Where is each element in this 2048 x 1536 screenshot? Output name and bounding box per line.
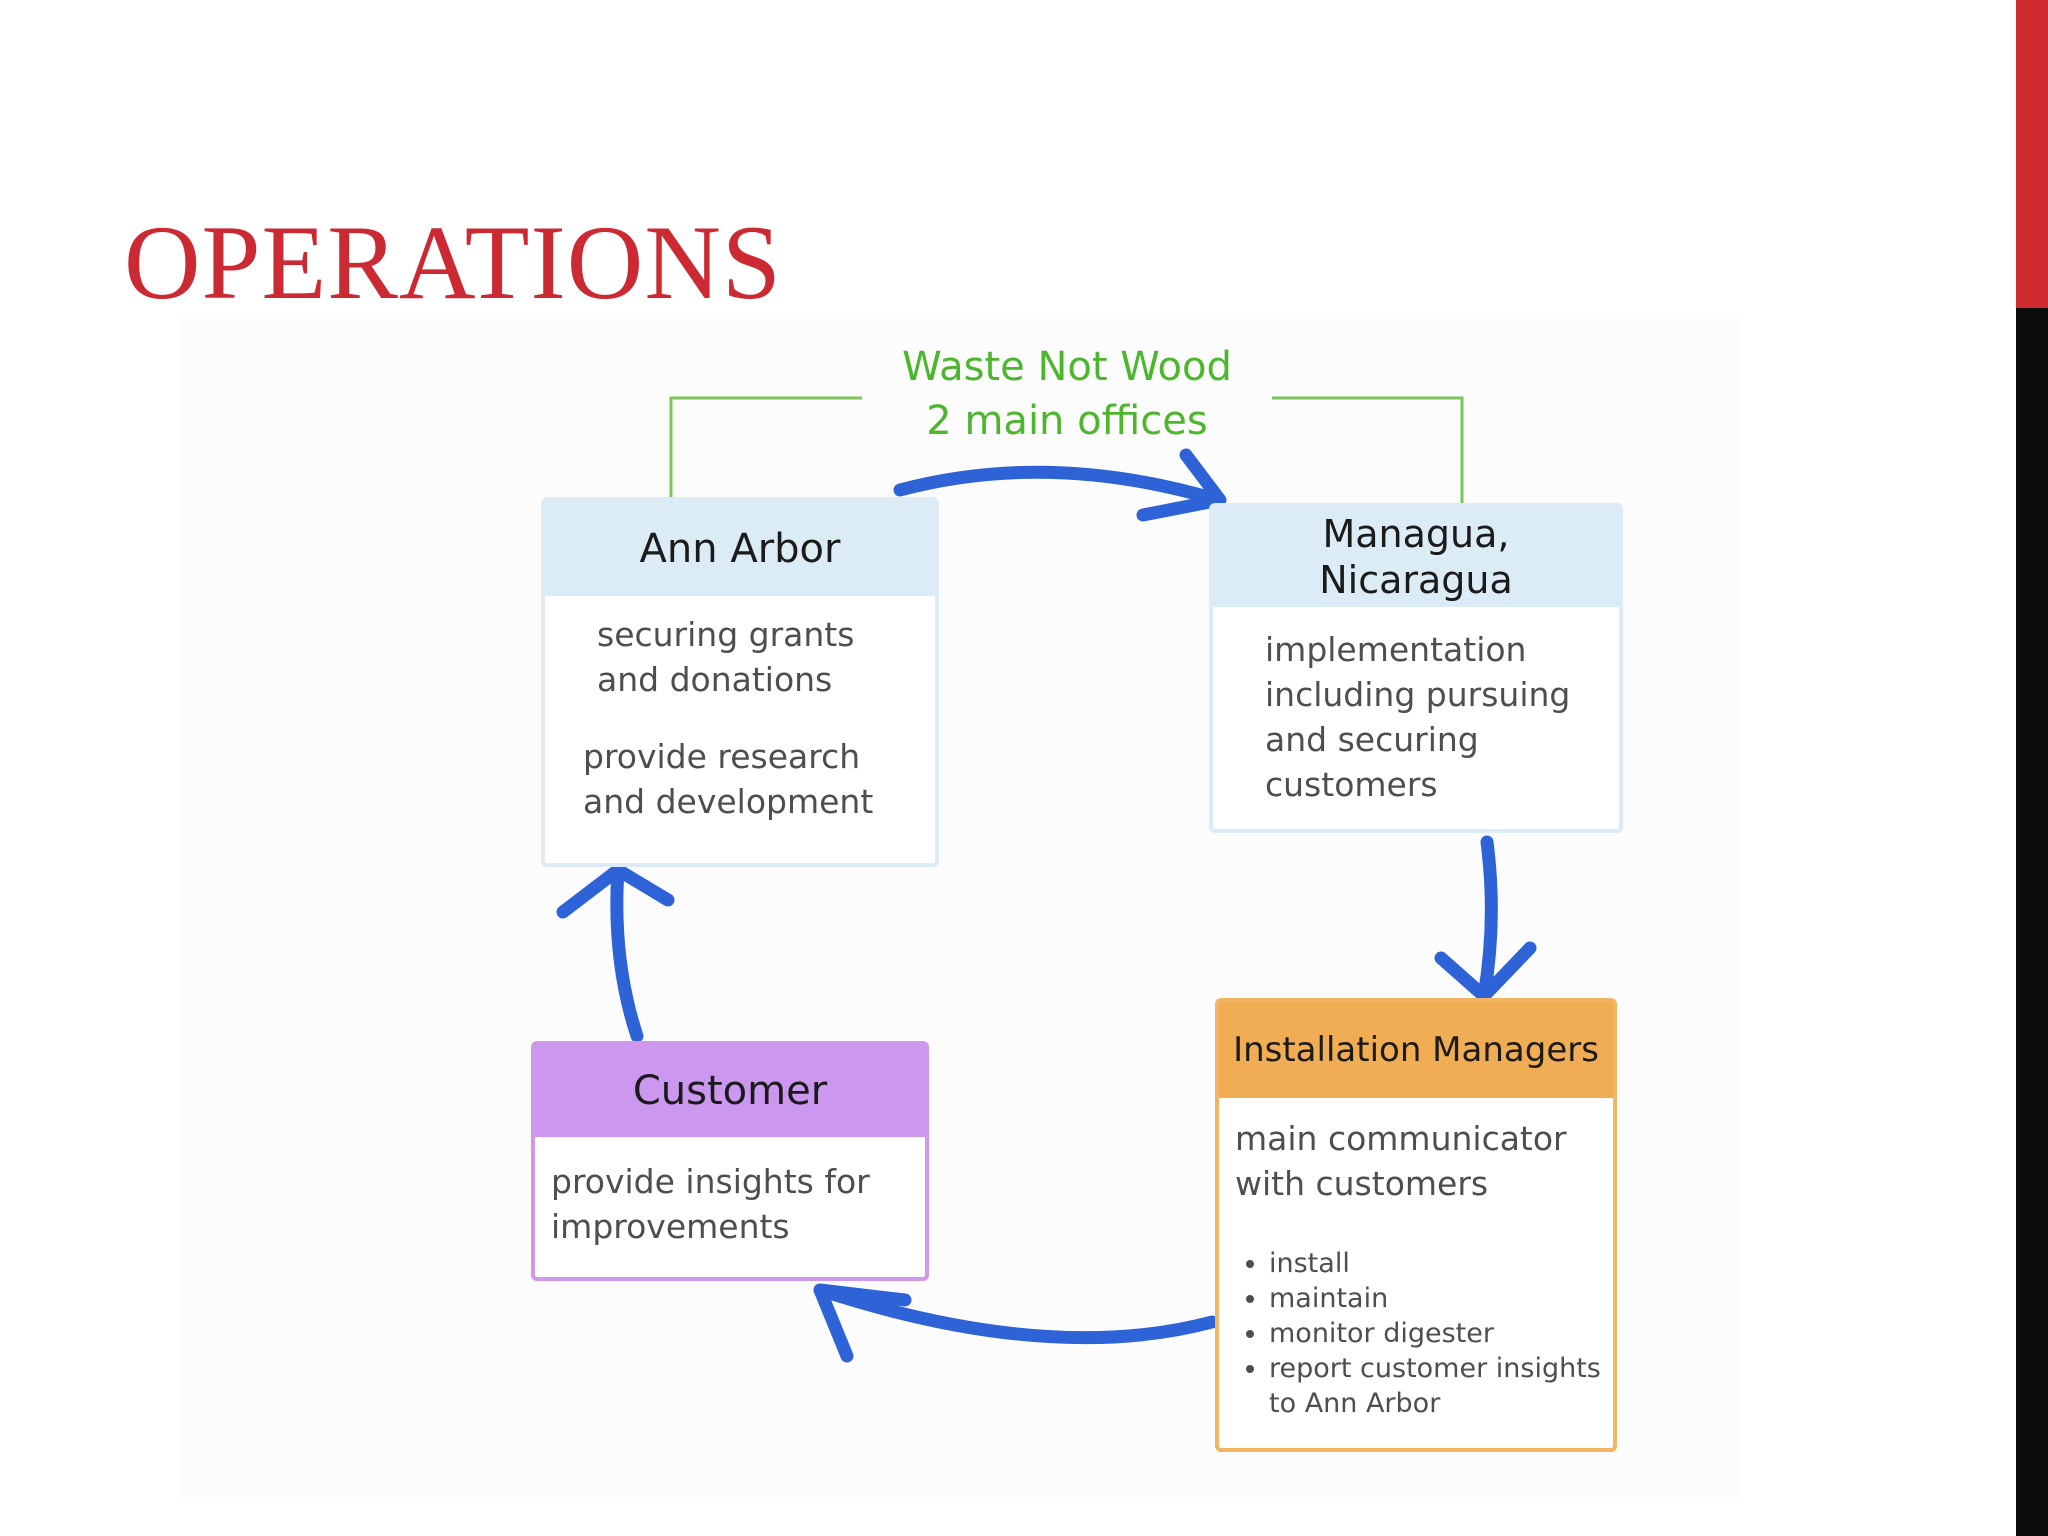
card-text-line: and securing: [1265, 720, 1479, 759]
flow-arrow-managua-to-installation: [1477, 835, 1498, 1003]
card-text-line: and donations: [597, 660, 833, 699]
card-ann-arbor: Ann Arbor securing grants and donations …: [541, 497, 939, 867]
task-list-item: monitor digester: [1269, 1316, 1613, 1351]
flow-arrow-customer-to-ann: [610, 863, 644, 1043]
card-managua-body: implementation including pursuing and se…: [1213, 607, 1619, 807]
card-text-line: and development: [583, 782, 874, 821]
task-list-item-text: report customer insights: [1269, 1353, 1601, 1384]
group-bracket: [1250, 396, 1464, 503]
card-text-line: implementation: [1265, 630, 1527, 669]
card-ann-arbor-header: Ann Arbor: [545, 501, 935, 596]
task-list: install maintain monitor digester report…: [1235, 1246, 1613, 1421]
flow-arrow-ann-to-managua: [893, 465, 1225, 507]
group-label-waste-not-wood: Waste Not Wood 2 main offices: [862, 340, 1272, 448]
group-bracket: [669, 396, 890, 497]
card-installation-header: Installation Managers: [1219, 1002, 1613, 1098]
card-text-line: provide research: [583, 737, 861, 776]
group-label-line: 2 main offices: [926, 398, 1208, 444]
task-list-item: install: [1269, 1246, 1613, 1281]
card-installation-body: main communicator with customers install…: [1219, 1098, 1613, 1421]
side-accent-bar-black: [2016, 308, 2048, 1536]
arrowhead-customer-to-ann: [556, 863, 675, 919]
flow-arrow-installation-to-customer: [813, 1283, 1219, 1345]
card-text-line: main communicator: [1235, 1119, 1567, 1158]
card-text-line: securing grants: [597, 615, 855, 654]
arrowhead-managua-to-installation: [1434, 941, 1537, 1003]
card-ann-arbor-body: securing grants and donations provide re…: [545, 596, 935, 824]
card-managua-header: Managua, Nicaragua: [1213, 507, 1619, 607]
card-managua: Managua, Nicaragua implementation includ…: [1209, 503, 1623, 833]
side-accent-bar-red: [2016, 0, 2048, 308]
card-text-line: provide insights for: [551, 1162, 870, 1201]
group-label-line: Waste Not Wood: [902, 344, 1232, 390]
card-installation-managers: Installation Managers main communicator …: [1215, 998, 1617, 1452]
card-text-line: with customers: [1235, 1164, 1489, 1203]
card-customer-body: provide insights for improvements: [535, 1137, 925, 1249]
card-text-line: including pursuing: [1265, 675, 1571, 714]
arrowhead-ann-to-managua: [1136, 448, 1227, 522]
arrowhead-installation-to-customer: [813, 1283, 912, 1363]
card-text-line: improvements: [551, 1207, 790, 1246]
slide-title: OPERATIONS: [124, 204, 782, 321]
card-customer: Customer provide insights for improvemen…: [531, 1041, 929, 1281]
card-title-line: Nicaragua: [1319, 558, 1513, 602]
card-title-line: Managua,: [1322, 512, 1510, 556]
task-list-item-text: to Ann Arbor: [1269, 1388, 1441, 1419]
card-text-line: customers: [1265, 765, 1438, 804]
card-customer-header: Customer: [535, 1045, 925, 1137]
task-list-item: report customer insights to Ann Arbor: [1269, 1351, 1613, 1421]
task-list-item: maintain: [1269, 1281, 1613, 1316]
